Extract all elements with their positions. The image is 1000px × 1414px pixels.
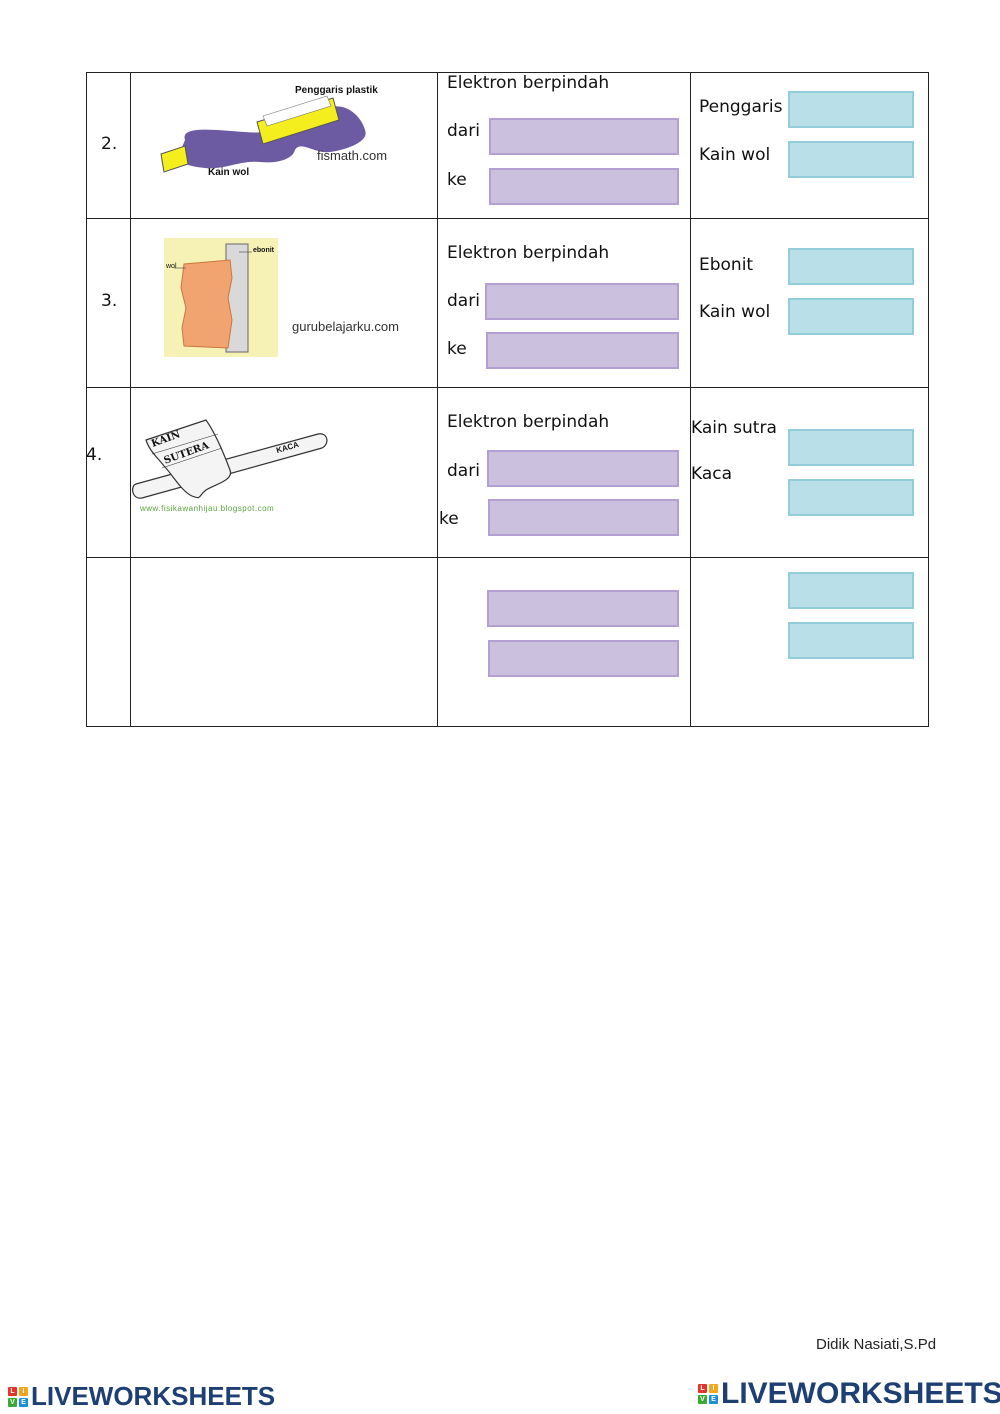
charge-answer-box[interactable] xyxy=(788,91,914,128)
charge-answer-box[interactable] xyxy=(788,141,914,178)
image-credit: www.fisikawanhijau.blogspot.com xyxy=(140,504,275,513)
row-number: 2. xyxy=(101,134,118,154)
to-label: ke xyxy=(439,509,459,529)
liveworksheets-logo[interactable]: L I V E LIVEWORKSHEETS xyxy=(698,1377,1000,1411)
electron-to-answer-box[interactable] xyxy=(488,640,679,677)
ruler-wool-drawing xyxy=(160,95,366,173)
from-label: dari xyxy=(447,291,480,311)
electron-from-answer-box[interactable] xyxy=(485,283,679,320)
object-label: Kaca xyxy=(691,464,733,484)
logo-wordmark: LIVEWORKSHEETS xyxy=(721,1377,1000,1410)
logo-wordmark: LIVEWORKSHEETS xyxy=(31,1381,276,1411)
illustration-label: wol xyxy=(166,263,177,270)
electron-from-answer-box[interactable] xyxy=(489,118,679,155)
to-label: ke xyxy=(447,339,467,359)
to-label: ke xyxy=(447,170,467,190)
image-credit: fismath.com xyxy=(317,148,388,163)
electron-from-answer-box[interactable] xyxy=(487,590,679,627)
charge-answer-box[interactable] xyxy=(788,479,914,516)
illustration-label: ebonit xyxy=(253,247,274,254)
from-label: dari xyxy=(447,121,480,141)
object-label: Kain wol xyxy=(699,302,771,322)
electron-heading: Elektron berpindah xyxy=(447,243,610,263)
object-label: Ebonit xyxy=(699,255,754,275)
charge-answer-box[interactable] xyxy=(788,298,914,335)
illustration-label: Kain wol xyxy=(208,167,250,178)
liveworksheets-logo[interactable]: L I V E LIVEWORKSHEETS xyxy=(8,1381,275,1412)
electron-to-answer-box[interactable] xyxy=(488,499,679,536)
electron-to-answer-box[interactable] xyxy=(489,168,679,205)
row-number: 4. xyxy=(86,445,103,465)
logo-icon: L I V E xyxy=(8,1386,28,1407)
charge-answer-box[interactable] xyxy=(788,248,914,285)
row-number: 3. xyxy=(101,291,118,311)
object-label: Penggaris xyxy=(699,97,783,117)
image-credit: gurubelajarku.com xyxy=(292,319,399,334)
author-credit: Didik Nasiati,S.Pd xyxy=(816,1336,937,1353)
electron-heading: Elektron berpindah xyxy=(447,73,610,93)
object-label: Kain sutra xyxy=(691,418,777,438)
illustration-label: Penggaris plastik xyxy=(295,85,378,96)
charge-answer-box[interactable] xyxy=(788,572,914,609)
charge-answer-box[interactable] xyxy=(788,622,914,659)
ebonite-wool-drawing xyxy=(174,243,252,353)
glass-silk-drawing xyxy=(132,419,328,499)
object-label: Kain wol xyxy=(699,145,771,165)
from-label: dari xyxy=(447,461,480,481)
electron-from-answer-box[interactable] xyxy=(487,450,679,487)
logo-icon: L I V E xyxy=(698,1384,718,1404)
charge-answer-box[interactable] xyxy=(788,429,914,466)
electron-to-answer-box[interactable] xyxy=(486,332,679,369)
electron-heading: Elektron berpindah xyxy=(447,412,610,432)
